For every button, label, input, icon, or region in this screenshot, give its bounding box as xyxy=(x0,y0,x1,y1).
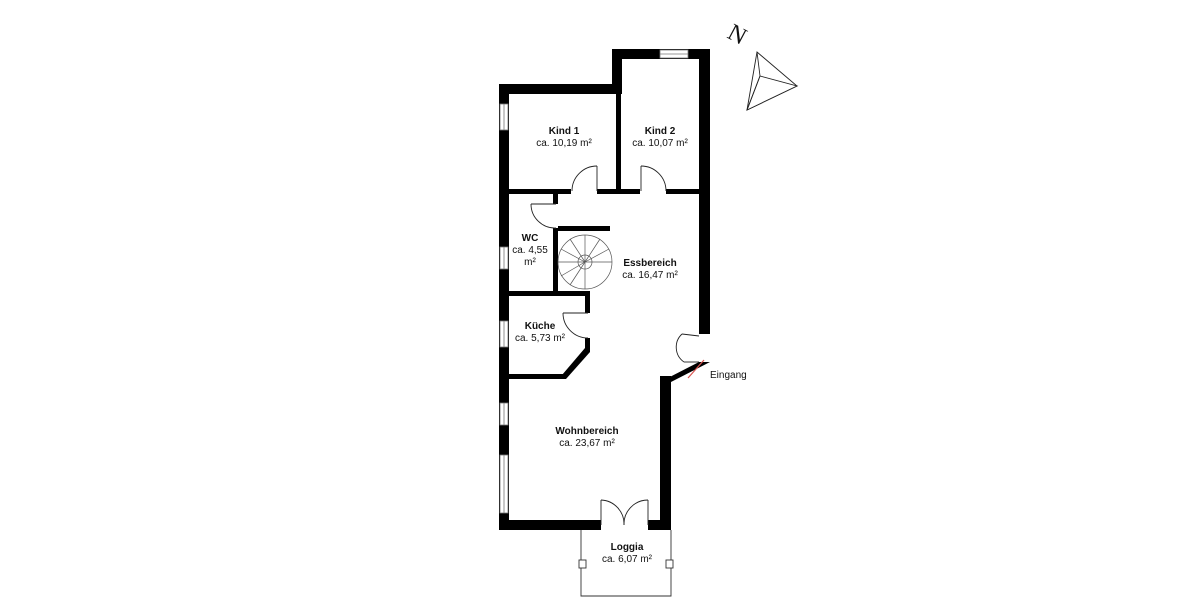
wall-left xyxy=(499,84,509,530)
door-entrance xyxy=(681,333,700,337)
wall-right-lower xyxy=(660,376,671,530)
room-name: Essbereich xyxy=(623,258,677,269)
room-area: ca. 23,67 m² xyxy=(559,438,615,449)
exterior-walls xyxy=(499,49,710,530)
room-area-unit: m² xyxy=(524,257,536,268)
wall-wc-right-lower xyxy=(553,228,558,296)
room-area: ca. 16,47 m² xyxy=(622,270,678,281)
wall-wc-bottom xyxy=(509,291,590,296)
wall-kueche-diagonal xyxy=(562,348,590,379)
wall-wc-right-upper xyxy=(553,194,558,204)
room-area: ca. 10,19 m² xyxy=(536,138,592,149)
room-label-wohnbereich: Wohnbereich ca. 23,67 m² xyxy=(545,426,629,450)
entrance-marker xyxy=(687,359,705,379)
room-name: Loggia xyxy=(610,542,644,553)
room-name: Kind 2 xyxy=(644,126,676,137)
room-name: WC xyxy=(521,233,539,244)
wall-step xyxy=(612,49,622,94)
wall-kueche-right xyxy=(585,291,590,313)
wall-kind-bottom-a xyxy=(509,189,571,194)
room-label-essbereich: Essbereich ca. 16,47 m² xyxy=(612,258,688,282)
room-label-kind2: Kind 2 ca. 10,07 m² xyxy=(624,126,696,150)
room-label-kueche: Küche ca. 5,73 m² xyxy=(508,321,572,345)
wall-entrance-diagonal xyxy=(660,362,710,382)
room-area: ca. 5,73 m² xyxy=(514,333,566,344)
room-label-loggia: Loggia ca. 6,07 m² xyxy=(594,542,660,566)
wall-top-kind1 xyxy=(499,84,621,94)
room-area: ca. 10,07 m² xyxy=(632,138,688,149)
room-label-kind1: Kind 1 ca. 10,19 m² xyxy=(528,126,600,150)
room-label-wc: WC ca. 4,55 m² xyxy=(509,233,551,269)
wall-kind-bottom-c xyxy=(666,189,700,194)
wall-bottom-left xyxy=(499,520,601,530)
room-area: ca. 6,07 m² xyxy=(601,554,653,565)
room-area: ca. 4,55 xyxy=(512,245,548,256)
wall-kind-divider xyxy=(616,94,621,194)
entrance-label: Eingang xyxy=(710,370,747,381)
wall-kueche-right-lower xyxy=(585,338,590,352)
room-name: Küche xyxy=(524,321,556,332)
windows xyxy=(499,49,689,514)
interior-walls xyxy=(509,94,700,379)
spiral-staircase xyxy=(557,234,613,290)
room-name: Kind 1 xyxy=(548,126,580,137)
doors xyxy=(530,165,700,526)
wall-bottom-right xyxy=(648,520,671,530)
room-name: Wohnbereich xyxy=(555,426,619,437)
compass-icon xyxy=(746,51,799,111)
wall-kueche-bottom xyxy=(509,374,566,379)
wall-stair-top xyxy=(558,226,610,231)
wall-right-upper xyxy=(699,49,710,334)
loggia-outline xyxy=(578,530,674,597)
